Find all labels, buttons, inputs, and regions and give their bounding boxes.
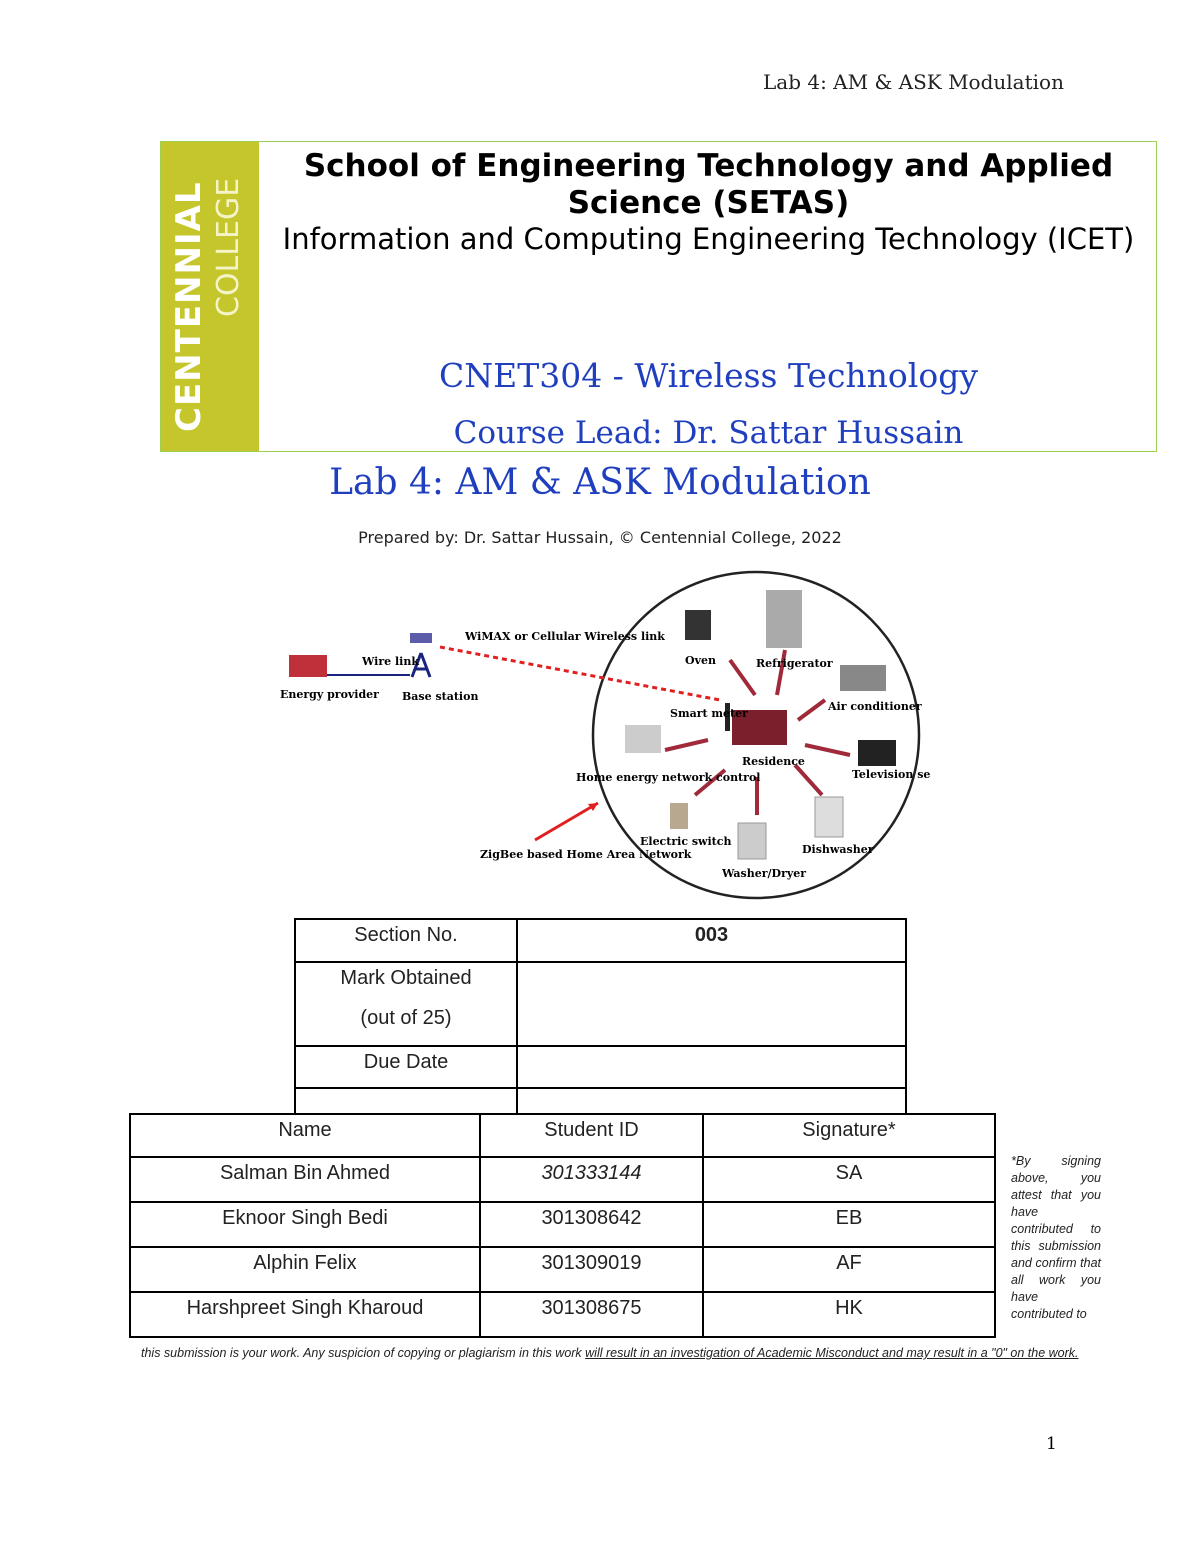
label-television: Television set [852,768,930,781]
dishwasher-icon [814,796,844,838]
antenna-icon [410,633,432,643]
header-signature: Signature* [702,1113,996,1158]
mark-label: Mark Obtained (out of 25) [294,961,518,1047]
wireless-signals [664,649,851,815]
student-name: Salman Bin Ahmed [129,1156,481,1203]
wimax-link [439,645,721,702]
student-name: Harshpreet Singh Kharoud [129,1291,481,1338]
running-header: Lab 4: AM & ASK Modulation [763,70,1064,94]
due-date-label: Due Date [294,1045,518,1089]
home-area-circle [591,570,921,900]
course-title: CNET304 - Wireless Technology [438,356,978,395]
logo-text: CENTENNIAL [169,181,209,432]
table-row: Due Date [294,1045,907,1089]
attestation-note: *By signing above, you attest that you h… [1011,1154,1101,1321]
label-wire-link: Wire link [361,655,419,668]
logo-text-2: COLLEGE [211,177,246,317]
prepared-by: Prepared by: Dr. Sattar Hussain, © Cente… [358,528,842,547]
section-value[interactable]: 003 [516,918,907,963]
label-dishwasher: Dishwasher [802,843,874,856]
table-row: Harshpreet Singh Kharoud 301308675 HK [129,1291,996,1338]
student-id: 301309019 [479,1246,704,1293]
switch-icon [670,803,688,829]
school-name: School of Engineering Technology and App… [303,148,1114,221]
empty-cell [294,1087,518,1115]
student-signature: SA [702,1156,996,1203]
label-zigbee: ZigBee based Home Area Network [480,848,692,861]
refrigerator-icon [766,590,802,648]
smart-grid-diagram: Energy provider Wire link Base station W… [280,570,930,900]
header-name: Name [129,1113,481,1158]
table-row: Eknoor Singh Bedi 301308642 EB [129,1201,996,1248]
label-energy-provider: Energy provider [280,688,379,701]
info-table: Section No. 003 Mark Obtained (out of 25)… [294,918,907,1115]
student-signature: EB [702,1201,996,1248]
label-home-energy: Home energy network control [576,771,760,784]
base-station-icon [410,652,432,678]
label-refrigerator: Refrigerator [756,657,833,670]
college-logo: CENTENNIAL COLLEGE [161,142,259,451]
students-table: Name Student ID Signature* Salman Bin Ah… [129,1113,996,1338]
banner: CENTENNIAL COLLEGE School of Engineering… [160,141,1157,452]
table-row: Salman Bin Ahmed 301333144 SA [129,1156,996,1203]
program-name: Information and Computing Engineering Te… [282,222,1135,256]
mark-label-text: Mark Obtained [340,967,472,989]
television-icon [858,740,896,766]
notice-warning: will result in an investigation of Acade… [585,1346,1079,1360]
empty-cell[interactable] [516,1087,907,1115]
student-signature: AF [702,1246,996,1293]
mark-out-of: (out of 25) [360,1007,452,1029]
notice-text: this submission is your work. Any suspic… [141,1346,586,1360]
mark-value[interactable] [516,961,907,1047]
table-header-row: Name Student ID Signature* [129,1113,996,1158]
table-row: Mark Obtained (out of 25) [294,961,907,1047]
plagiarism-notice: this submission is your work. Any suspic… [141,1345,1101,1362]
label-washer: Washer/Dryer [721,867,806,880]
zigbee-arrow [534,801,599,842]
label-air-conditioner: Air conditioner [827,700,922,713]
student-signature: HK [702,1291,996,1338]
air-conditioner-icon [840,665,886,691]
student-id: 301308642 [479,1201,704,1248]
label-smart-meter: Smart meter [670,707,748,720]
table-row: Section No. 003 [294,918,907,963]
section-label: Section No. [294,918,518,963]
smart-meter-icon [725,703,730,731]
table-row: Alphin Felix 301309019 AF [129,1246,996,1293]
label-electric-switch: Electric switch [640,835,731,848]
label-wimax: WiMAX or Cellular Wireless link [464,630,665,643]
label-base-station: Base station [402,690,478,703]
label-residence: Residence [742,755,805,768]
due-date-value[interactable] [516,1045,907,1089]
residence-icon [732,710,787,745]
student-name: Alphin Felix [129,1246,481,1293]
course-lead: Course Lead: Dr. Sattar Hussain [453,415,964,451]
label-oven: Oven [685,654,716,667]
student-id: 301308675 [479,1291,704,1338]
page-number: 1 [1046,1434,1057,1454]
oven-icon [685,610,711,640]
student-name: Eknoor Singh Bedi [129,1201,481,1248]
table-row [294,1087,907,1115]
energy-provider-icon [289,655,327,677]
washer-icon [737,822,767,860]
header-student-id: Student ID [479,1113,704,1158]
home-energy-control-icon [625,725,661,753]
lab-title: Lab 4: AM & ASK Modulation [329,462,871,503]
student-id: 301333144 [479,1156,704,1203]
